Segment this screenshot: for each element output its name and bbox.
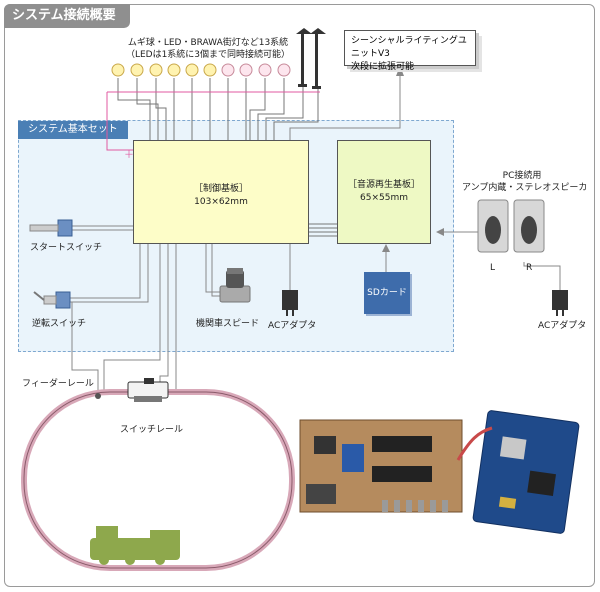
ac-adapter-speaker-label: ACアダプタ xyxy=(538,321,587,331)
expansion-wire xyxy=(289,70,401,140)
sound-board: ［音源再生基板］ 65×55mm xyxy=(337,140,431,244)
lights-line2: （LEDは1系統に3個まで同時接続可能） xyxy=(125,50,291,60)
lights-caption: ムギ球・LED・BRAWA街灯など13系統 （LEDは1系統に3個まで同時接続可… xyxy=(108,37,308,61)
feeder-rail-label: フィーダーレール xyxy=(22,379,94,389)
ac-adapter-icon-main xyxy=(282,290,298,316)
main-board: ［制御基板］ 103×62mm xyxy=(133,140,309,244)
lights-line1: ムギ球・LED・BRAWA街灯など13系統 xyxy=(127,38,289,48)
switch-rail-icon xyxy=(127,378,169,402)
speaker-right-label: R xyxy=(526,263,533,273)
speaker-arrow xyxy=(436,228,444,236)
locomotive-icon xyxy=(90,526,180,565)
start-switch-wires xyxy=(72,225,133,231)
feeder-point xyxy=(95,393,101,399)
common-plus-wire xyxy=(106,91,320,151)
expansion-callout: シーンシャルライティングユニットV3 次段に拡張可能 xyxy=(344,30,476,72)
basic-set-label: システム基本セット xyxy=(18,121,128,139)
pc-speaker-line1: PC接続用 xyxy=(502,171,542,181)
plus-symbol: ＋ xyxy=(124,150,134,161)
speaker-icon-right xyxy=(513,199,545,253)
expansion-line1: シーンシャルライティングユニットV3 xyxy=(351,36,467,59)
speaker-ac-wire xyxy=(523,262,561,292)
sound-board-size: 65×55mm xyxy=(360,193,408,203)
track-wires xyxy=(71,244,177,392)
sd-card: SDカード xyxy=(364,272,410,314)
bulb-icons xyxy=(111,63,291,77)
main-board-name: ［制御基板］ xyxy=(193,184,248,194)
ribbon-cable xyxy=(456,426,493,461)
reverse-switch-label: 逆転スイッチ xyxy=(32,319,87,329)
street-lamp-icons xyxy=(296,28,326,89)
sound-board-name: ［音源再生基板］ xyxy=(347,180,420,190)
start-switch-icon xyxy=(29,219,73,237)
start-switch-label: スタートスイッチ xyxy=(30,243,103,253)
reverse-switch-icon xyxy=(33,291,71,309)
pc-speaker-caption: PC接続用 アンプ内蔵・ステレオスピーカ xyxy=(462,170,588,194)
locomotive-speed-label: 機関車スピード xyxy=(196,319,260,329)
reverse-switch-wires xyxy=(70,244,149,303)
page-title: システム接続概要 xyxy=(4,4,130,28)
switch-rail-label: スイッチレール xyxy=(120,425,184,435)
expansion-line2: 次段に拡張可能 xyxy=(351,62,415,72)
expansion-arrow xyxy=(396,66,404,76)
ac-adapter-main-label: ACアダプタ xyxy=(268,321,317,331)
sd-arrow xyxy=(382,244,390,252)
light-wires xyxy=(117,78,319,140)
main-board-size: 103×62mm xyxy=(194,197,248,207)
speaker-left-label: L xyxy=(490,263,496,273)
sound-board-photo xyxy=(472,410,580,534)
pc-speaker-line2: アンプ内蔵・ステレオスピーカ xyxy=(462,183,588,193)
control-board-photo xyxy=(299,419,463,513)
speed-knob-icon xyxy=(219,268,251,303)
speaker-icon-left xyxy=(477,199,509,253)
ac-adapter-icon-speaker xyxy=(552,290,568,316)
board-bus xyxy=(309,223,337,237)
